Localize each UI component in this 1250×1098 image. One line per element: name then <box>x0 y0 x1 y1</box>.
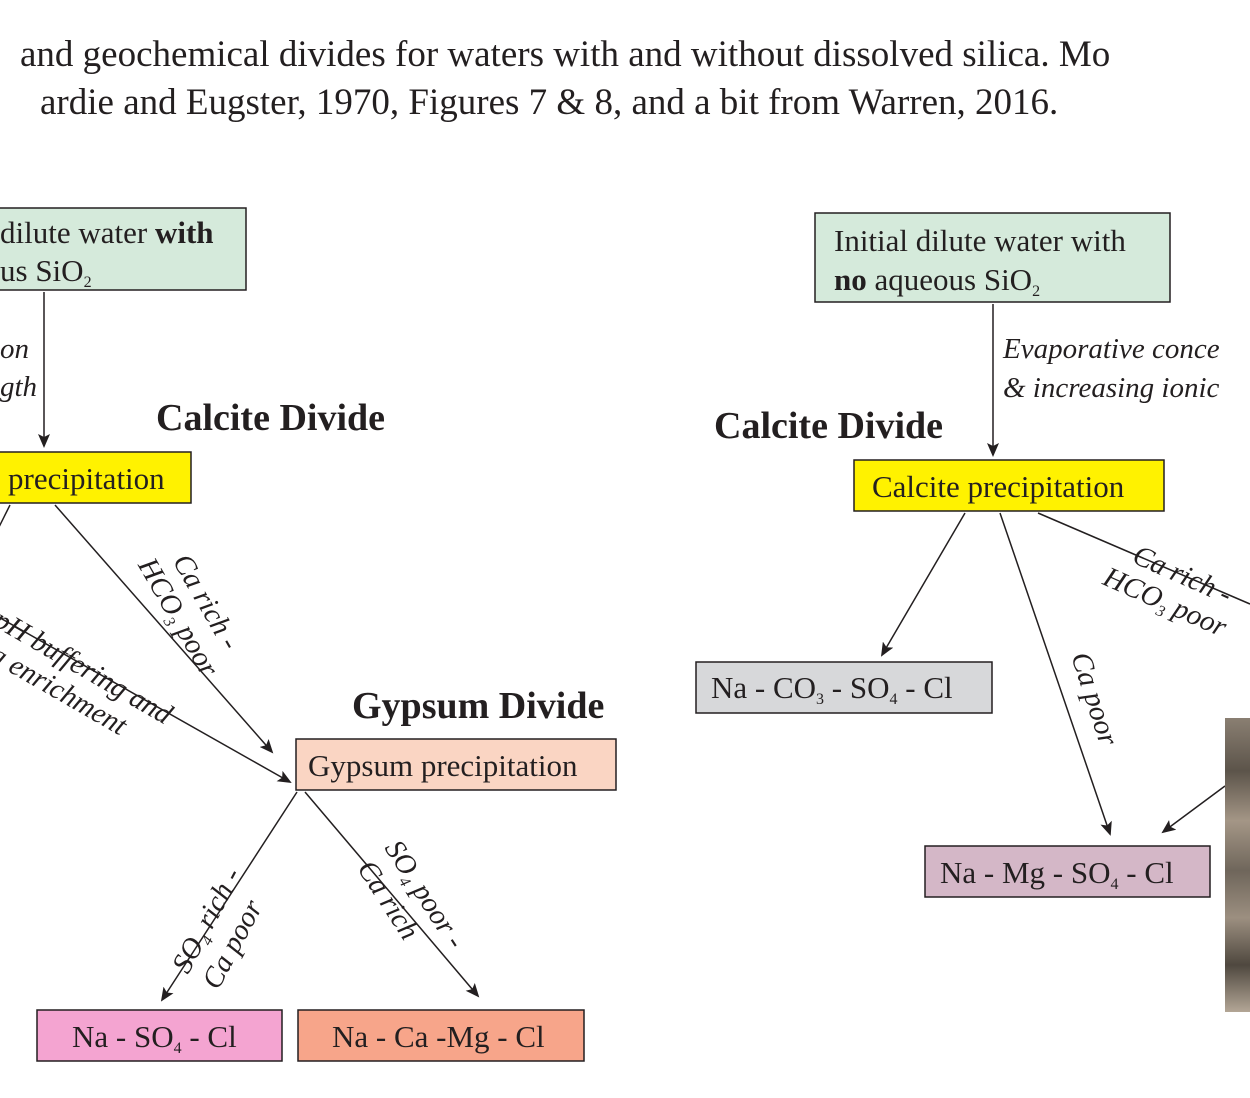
left-calcite-box <box>0 451 192 504</box>
left-gypsum-box-label: Gypsum precipitation <box>308 748 578 783</box>
left-arrow-ph-to-gypsum <box>0 616 292 783</box>
caption-line-1: and geochemical divides for waters with … <box>20 34 1111 75</box>
left-nasocl-box-label: Na - SO4 - Cl <box>72 1019 237 1057</box>
left-nasocl-box <box>36 1009 283 1062</box>
right-arrow-to-namgso4-from-right <box>1161 785 1226 834</box>
right-namgso4-box <box>924 845 1211 898</box>
left-initial-water-line1: dilute water with <box>0 215 214 250</box>
left-evap-label-line1: on <box>0 333 29 365</box>
right-calcite-divide-title: Calcite Divide <box>714 405 943 447</box>
right-evap-label-line1: Evaporative conce <box>1002 333 1220 365</box>
left-so4-poor-label: SO4 poor - Ca rich <box>351 834 472 954</box>
left-calcite-box-label: precipitation <box>8 461 165 496</box>
left-gypsum-box <box>295 738 617 791</box>
caption-line-2: ardie and Eugster, 1970, Figures 7 & 8, … <box>40 82 1059 123</box>
right-initial-water-box <box>814 212 1171 303</box>
left-arrow-gypsum-to-nasocl <box>160 791 298 1002</box>
left-nacamgcl-box-label: Na - Ca -Mg - Cl <box>332 1019 545 1054</box>
left-initial-water-line2: us SiO2 <box>0 253 92 291</box>
left-ph-buffering-label: pH buffering and a enrichment <box>0 602 178 742</box>
left-arrow-gypsum-to-nacamgcl <box>304 791 480 998</box>
right-initial-water-line1: Initial dilute water with <box>834 223 1126 258</box>
photo-fragment-icon <box>1225 718 1250 1012</box>
right-arrow-calcite-to-naco3 <box>880 512 966 657</box>
right-namgso4-box-label: Na - Mg - SO4 - Cl <box>940 855 1174 893</box>
right-arrow-calcite-right <box>1037 512 1250 605</box>
right-calcite-box <box>853 459 1165 512</box>
left-arrow-calcite-left-edge <box>0 504 11 527</box>
left-gypsum-divide-title: Gypsum Divide <box>352 685 604 727</box>
right-naco3-box-label: Na - CO3 - SO4 - Cl <box>711 670 953 708</box>
left-evap-label-line2: gth <box>0 371 37 403</box>
right-ca-rich-label: Ca rich - HCO3 poor <box>1098 539 1237 644</box>
left-nacamgcl-box <box>297 1009 585 1062</box>
left-so4-rich-label: SO4 rich - Ca poor <box>166 862 270 994</box>
left-arrow-calcite-to-gypsum <box>54 504 274 754</box>
right-initial-water-line2: no aqueous SiO2 <box>834 262 1040 300</box>
right-evap-label-line2: & increasing ionic <box>1003 372 1220 404</box>
right-calcite-box-label: Calcite precipitation <box>872 469 1125 504</box>
right-arrow-calcite-to-namgso4 <box>999 512 1112 836</box>
svg-text:Ca poor: Ca poor <box>1064 648 1124 750</box>
right-ca-poor-label: Ca poor <box>1064 648 1124 750</box>
left-calcite-divide-title: Calcite Divide <box>156 397 385 439</box>
left-initial-water-box <box>0 207 247 291</box>
right-naco3-box <box>695 661 993 714</box>
